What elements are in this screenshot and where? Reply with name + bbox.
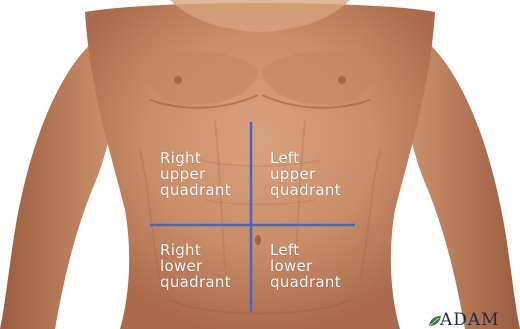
adam-logo: ADAM <box>428 311 520 329</box>
right-lower-quadrant-label: Right lower quadrant <box>160 242 231 290</box>
left-upper-quadrant-label: Left upper quadrant <box>270 150 341 198</box>
left-lower-quadrant-label: Left lower quadrant <box>270 242 341 290</box>
logo-text: ADAM <box>440 311 500 329</box>
right-upper-quadrant-label: Right upper quadrant <box>160 150 231 198</box>
